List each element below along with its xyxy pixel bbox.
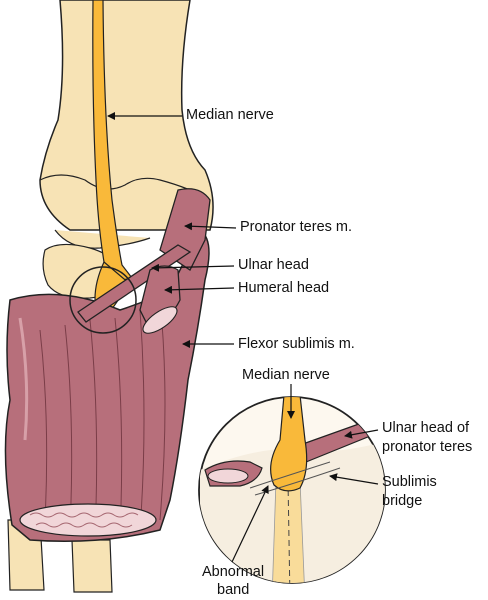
label-inset-ulnar-head-line2: pronator teres [382,439,473,455]
label-abnormal-band-line1: Abnormal [202,564,265,580]
ulnar-head [77,244,192,323]
leader-ulnar-head [151,263,235,272]
leader-inset-ulnar-head [344,429,379,439]
leader-lines [107,112,379,563]
label-ulnar-head: Ulnar head [238,257,309,273]
label-sublimis-line1: Sublimis [382,474,437,490]
label-flexor-sublimis: Flexor sublimis m. [238,336,355,352]
label-inset-median-nerve: Median nerve [242,367,330,383]
label-sublimis-line2: bridge [382,493,423,509]
inset-magnified-view [198,396,386,584]
inset-median-nerve [270,397,308,492]
leader-pronator-teres [184,222,237,231]
label-humeral-head: Humeral head [238,280,330,296]
label-inset-ulnar-head-line1: Ulnar head of [382,420,470,436]
leader-humeral-head [164,285,235,294]
forearm-bones [7,243,121,593]
label-pronator-teres: Pronator teres m. [240,219,353,235]
humerus [39,0,214,249]
label-median-nerve: Median nerve [186,107,274,123]
magnified-region-marker [69,266,137,334]
leader-sublimis-bridge [329,473,379,485]
leader-abnormal-band [231,485,269,563]
label-abnormal-band-line2: band [217,582,250,598]
